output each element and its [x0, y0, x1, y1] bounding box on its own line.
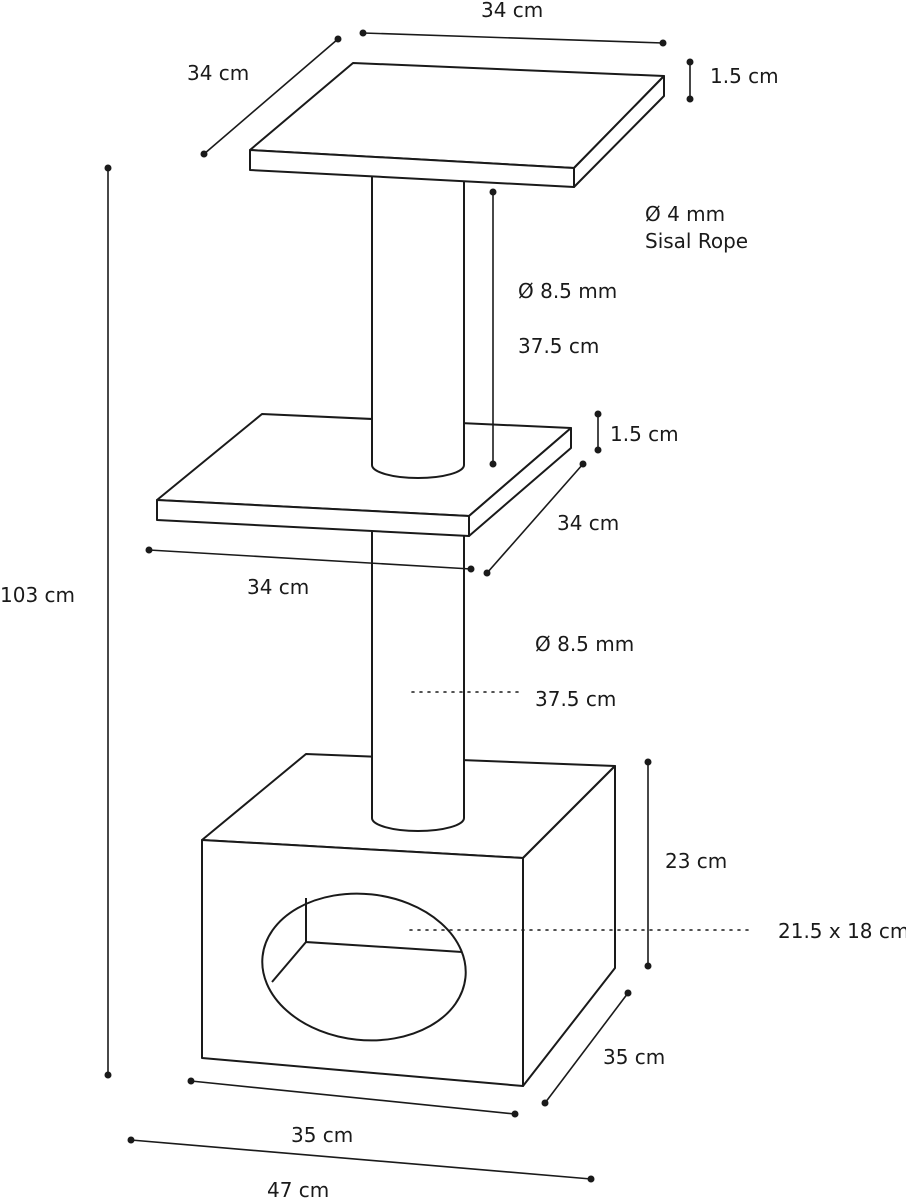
mid-side-face	[468, 427, 572, 537]
lower-post-diameter-label: Ø 8.5 mm	[535, 632, 634, 656]
mid-thickness-label: 1.5 cm	[610, 422, 679, 446]
opening-size-label: 21.5 x 18 cm	[778, 919, 906, 943]
box-height-label: 23 cm	[665, 849, 727, 873]
mid-depth-label: 34 cm	[557, 511, 619, 535]
upper-post	[371, 169, 465, 479]
box-depth-label: 35 cm	[603, 1045, 665, 1069]
base-box	[201, 753, 616, 1087]
top-width-label: 34 cm	[481, 0, 543, 22]
base-width-label: 47 cm	[267, 1178, 329, 1200]
box-width-label: 35 cm	[291, 1123, 353, 1147]
mid-width-label: 34 cm	[247, 575, 309, 599]
total-height-label: 103 cm	[0, 583, 75, 607]
upper-post-diameter-label: Ø 8.5 mm	[518, 279, 617, 303]
dimension-lines	[104, 29, 755, 1183]
box-opening	[261, 892, 467, 1042]
middle-platform	[156, 413, 572, 537]
lower-post-height-label: 37.5 cm	[535, 687, 616, 711]
top-platform	[249, 62, 665, 188]
top-side-face	[573, 75, 665, 188]
upper-post-height-label: 37.5 cm	[518, 334, 599, 358]
top-thickness-label: 1.5 cm	[710, 64, 779, 88]
rope-type-label: Sisal Rope	[645, 229, 748, 253]
lower-post	[371, 511, 465, 832]
rope-diameter-label: Ø 4 mm	[645, 202, 725, 226]
top-depth-label: 34 cm	[187, 61, 249, 85]
